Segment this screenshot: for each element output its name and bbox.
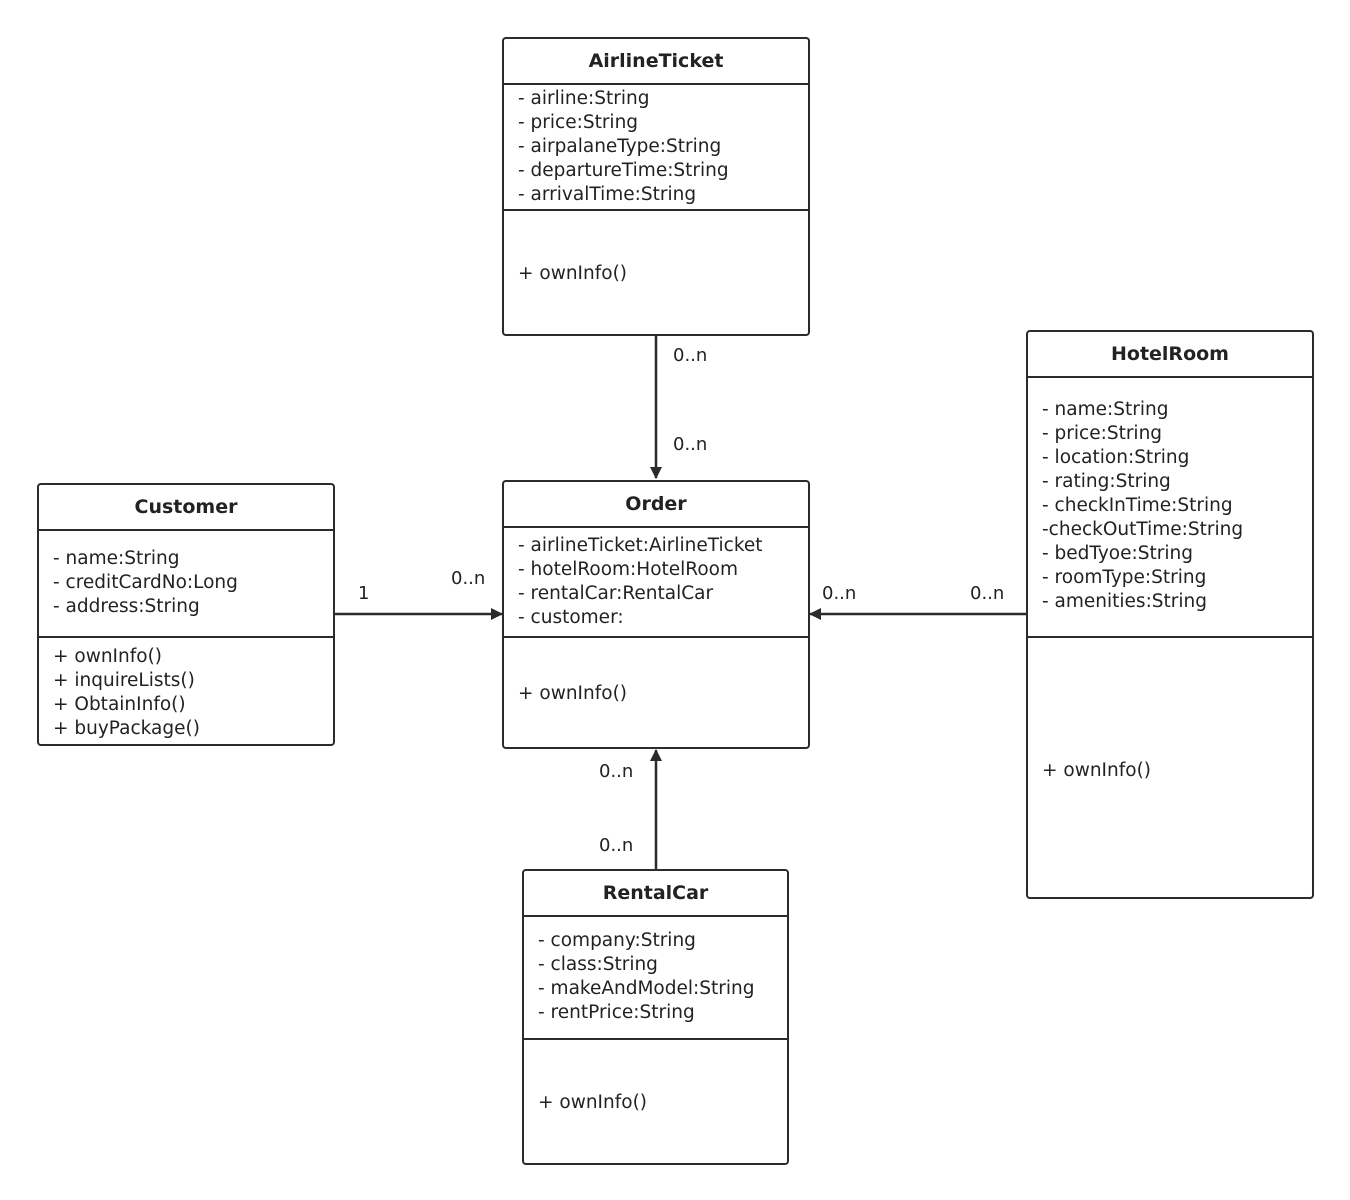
attribute: - name:String	[53, 548, 180, 569]
attribute: - rentPrice:String	[538, 1002, 695, 1023]
attribute: - amenities:String	[1042, 591, 1208, 612]
compartment-divider	[39, 636, 333, 638]
operations: + ownInfo() + inquireLists() + ObtainInf…	[53, 645, 327, 741]
attribute: - customer:	[518, 607, 624, 628]
attribute: - roomType:String	[1042, 567, 1207, 588]
attributes: - name:String - creditCardNo:Long - addr…	[53, 547, 327, 619]
attribute: - class:String	[538, 954, 658, 975]
operations: + ownInfo()	[518, 682, 802, 706]
operation: + ownInfo()	[53, 646, 163, 667]
attribute: - price:String	[518, 112, 639, 133]
attributes: - name:String - price:String - location:…	[1042, 398, 1306, 614]
operation: + buyPackage()	[53, 718, 200, 739]
operation: + ownInfo()	[1042, 760, 1152, 781]
attribute: - creditCardNo:Long	[53, 572, 238, 593]
attribute: -checkOutTime:String	[1042, 519, 1244, 540]
attribute: - makeAndModel:String	[538, 978, 755, 999]
attribute: - name:String	[1042, 399, 1169, 420]
attribute: - departureTime:String	[518, 160, 729, 181]
attribute: - bedTyoe:String	[1042, 543, 1193, 564]
attributes: - company:String - class:String - makeAn…	[538, 929, 781, 1025]
attribute: - company:String	[538, 930, 696, 951]
operation: + ObtainInfo()	[53, 694, 186, 715]
operation: + inquireLists()	[53, 670, 195, 691]
attribute: - address:String	[53, 596, 200, 617]
class-order[interactable]: Order - airlineTicket:AirlineTicket - ho…	[502, 480, 810, 749]
multiplicity-airline-target: 0..n	[673, 434, 708, 455]
class-customer[interactable]: Customer - name:String - creditCardNo:Lo…	[37, 483, 335, 746]
class-hotel-room[interactable]: HotelRoom - name:String - price:String -…	[1026, 330, 1314, 899]
attribute: - airlineTicket:AirlineTicket	[518, 535, 763, 556]
multiplicity-rental-source: 0..n	[599, 835, 634, 856]
operation: + ownInfo()	[518, 683, 628, 704]
attribute: - airpalaneType:String	[518, 136, 722, 157]
class-name: Order	[504, 482, 808, 528]
multiplicity-customer-source: 1	[358, 583, 370, 604]
class-name: AirlineTicket	[504, 39, 808, 85]
operation: + ownInfo()	[538, 1092, 648, 1113]
operations: + ownInfo()	[518, 262, 802, 286]
attribute: - rating:String	[1042, 471, 1171, 492]
attribute: - location:String	[1042, 447, 1190, 468]
class-name: Customer	[39, 485, 333, 531]
compartment-divider	[504, 636, 808, 638]
multiplicity-customer-target: 0..n	[451, 568, 486, 589]
attribute: - arrivalTime:String	[518, 184, 697, 205]
attributes: - airlineTicket:AirlineTicket - hotelRoo…	[518, 534, 802, 630]
compartment-divider	[524, 1038, 787, 1040]
class-name: RentalCar	[524, 871, 787, 917]
multiplicity-hotel-source: 0..n	[970, 583, 1005, 604]
multiplicity-hotel-target: 0..n	[822, 583, 857, 604]
compartment-divider	[1028, 636, 1312, 638]
attributes: - airline:String - price:String - airpal…	[518, 87, 802, 207]
attribute: - checkInTime:String	[1042, 495, 1233, 516]
class-name: HotelRoom	[1028, 332, 1312, 378]
multiplicity-rental-target: 0..n	[599, 761, 634, 782]
class-airline-ticket[interactable]: AirlineTicket - airline:String - price:S…	[502, 37, 810, 336]
class-rental-car[interactable]: RentalCar - company:String - class:Strin…	[522, 869, 789, 1165]
attribute: - rentalCar:RentalCar	[518, 583, 714, 604]
operation: + ownInfo()	[518, 263, 628, 284]
operations: + ownInfo()	[538, 1091, 781, 1115]
operations: + ownInfo()	[1042, 759, 1306, 783]
attribute: - airline:String	[518, 88, 650, 109]
compartment-divider	[504, 209, 808, 211]
multiplicity-airline-source: 0..n	[673, 345, 708, 366]
attribute: - hotelRoom:HotelRoom	[518, 559, 738, 580]
attribute: - price:String	[1042, 423, 1163, 444]
